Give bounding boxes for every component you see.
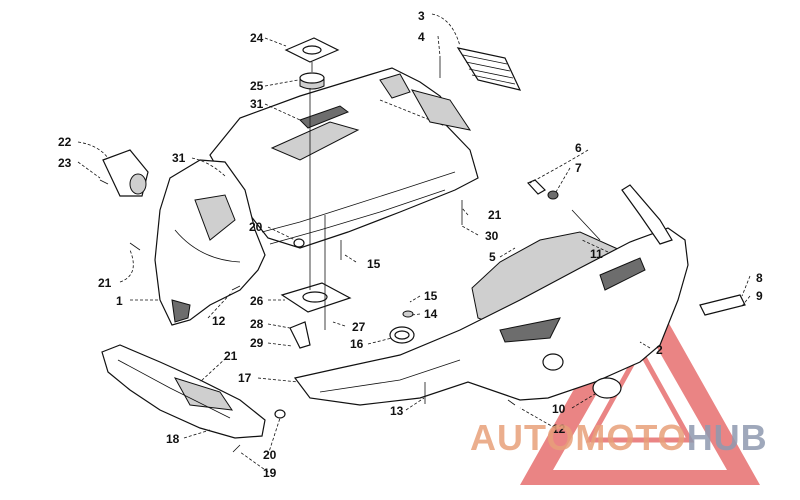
callout-2: 2 — [656, 343, 663, 357]
callout-31-upper: 31 — [250, 97, 264, 111]
callout-19: 19 — [263, 466, 277, 480]
callout-21-left: 21 — [98, 276, 112, 290]
callout-25: 25 — [250, 79, 264, 93]
callout-3: 3 — [418, 9, 425, 23]
callout-23: 23 — [58, 156, 72, 170]
callout-20-upper: 20 — [249, 220, 263, 234]
callout-4: 4 — [418, 30, 425, 44]
part-3-vent — [410, 47, 522, 131]
part-6-bolt — [526, 179, 546, 195]
part-16-clamp — [389, 326, 415, 344]
callout-26: 26 — [250, 294, 264, 308]
callout-11: 11 — [590, 247, 603, 261]
callout-20-lower: 20 — [263, 448, 277, 462]
part-28-bracket — [289, 321, 311, 349]
callout-16: 16 — [350, 337, 364, 351]
part-22-boot — [102, 149, 149, 197]
callout-21-right: 21 — [488, 208, 502, 222]
callout-15-upper: 15 — [367, 257, 381, 271]
part-1-side-panel — [154, 159, 266, 326]
callout-28: 28 — [250, 317, 264, 331]
part-14-grommet — [402, 310, 414, 318]
callout-21-lower: 21 — [224, 349, 238, 363]
part-26-plate — [280, 282, 352, 313]
callout-14: 14 — [424, 307, 438, 321]
svg-text:AUTOMOTOHUB: AUTOMOTOHUB — [470, 417, 768, 458]
part-18-front-skid — [101, 344, 266, 439]
callout-5: 5 — [489, 250, 496, 264]
callout-17: 17 — [238, 371, 252, 385]
callout-9: 9 — [756, 289, 763, 303]
part-20-nut — [274, 238, 305, 419]
callout-12-right: 12 — [552, 422, 566, 436]
callout-31-left: 31 — [172, 151, 186, 165]
part-hardware-screws — [99, 179, 601, 453]
part-7-washer — [547, 190, 559, 200]
watermark-text-hub: HUB — [687, 417, 768, 458]
callout-24: 24 — [250, 31, 264, 45]
callout-13: 13 — [390, 404, 404, 418]
callout-15-lower: 15 — [424, 289, 438, 303]
watermark-text-auto: AUTO — [470, 417, 575, 458]
callout-6: 6 — [575, 141, 582, 155]
callout-27: 27 — [352, 320, 366, 334]
callout-1: 1 — [116, 294, 123, 308]
callout-10: 10 — [552, 402, 566, 416]
callout-22: 22 — [58, 135, 72, 149]
callout-30: 30 — [485, 229, 499, 243]
callout-7: 7 — [575, 161, 582, 175]
callout-8: 8 — [756, 271, 763, 285]
watermark-text-moto: MOTO — [575, 417, 686, 458]
watermark-wordmark: AUTOMOTOHUB — [470, 417, 768, 458]
part-2-belly-pan — [293, 184, 689, 406]
part-24-gasket — [284, 37, 340, 63]
callout-18: 18 — [166, 432, 180, 446]
part-25-grommet — [299, 72, 325, 90]
callout-labels: 1 2 3 4 5 6 7 8 9 10 11 12 12 13 14 15 1… — [58, 9, 763, 480]
leader-lines — [77, 13, 751, 473]
callout-12-left: 12 — [212, 314, 226, 328]
part-31-tunnel — [209, 67, 479, 249]
callout-29: 29 — [250, 336, 264, 350]
part-8-decal — [699, 294, 746, 316]
